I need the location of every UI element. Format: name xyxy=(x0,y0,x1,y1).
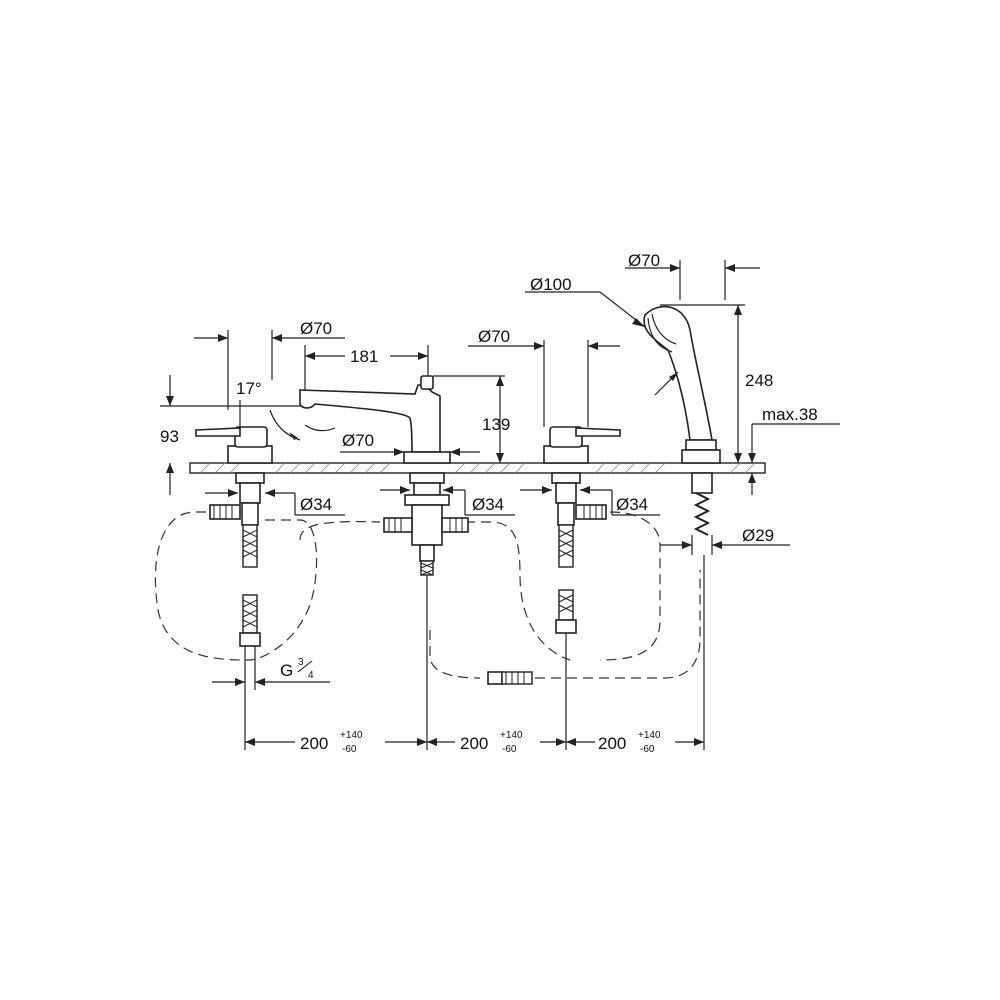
svg-text:-60: -60 xyxy=(640,744,655,755)
label-181: 181 xyxy=(350,347,378,366)
label-spacing-2: 200 +140 -60 xyxy=(460,730,523,755)
svg-text:G: G xyxy=(280,661,293,680)
label-spacing-3: 200 +140 -60 xyxy=(598,730,661,755)
label-d70-spout-base: Ø70 xyxy=(342,431,374,450)
dimension-lines xyxy=(160,260,840,750)
svg-text:200: 200 xyxy=(598,734,626,753)
svg-text:-60: -60 xyxy=(342,744,357,755)
label-d34-right: Ø34 xyxy=(616,495,648,514)
svg-text:+140: +140 xyxy=(340,730,363,741)
svg-text:+140: +140 xyxy=(500,730,523,741)
label-d100: Ø100 xyxy=(530,275,572,294)
svg-text:+140: +140 xyxy=(638,730,661,741)
label-max38: max.38 xyxy=(762,405,818,424)
label-d70-left: Ø70 xyxy=(300,319,332,338)
label-248: 248 xyxy=(745,371,773,390)
svg-text:-60: -60 xyxy=(502,744,517,755)
left-handle-valve xyxy=(195,426,273,647)
label-d70-right-handle: Ø70 xyxy=(478,327,510,346)
deck-plate xyxy=(189,462,766,474)
hose-routing xyxy=(154,511,701,679)
right-handle-valve xyxy=(543,426,621,634)
label-d34-center: Ø34 xyxy=(472,495,504,514)
hand-shower xyxy=(487,305,721,685)
svg-text:4: 4 xyxy=(308,670,314,681)
label-d29: Ø29 xyxy=(742,526,774,545)
svg-text:3: 3 xyxy=(298,657,304,668)
label-d70-handshower: Ø70 xyxy=(628,251,660,270)
label-thread-g34: G 3 4 xyxy=(280,657,314,681)
label-d34-left: Ø34 xyxy=(300,495,332,514)
dimension-labels: Ø70 Ø100 248 max.38 Ø29 Ø70 181 17° 93 Ø… xyxy=(160,251,818,755)
label-139: 139 xyxy=(482,415,510,434)
svg-text:200: 200 xyxy=(300,734,328,753)
svg-text:200: 200 xyxy=(460,734,488,753)
label-17-degrees: 17° xyxy=(236,379,262,398)
label-93: 93 xyxy=(160,427,179,446)
spout-body xyxy=(299,375,469,576)
label-spacing-1: 200 +140 -60 xyxy=(300,730,363,755)
